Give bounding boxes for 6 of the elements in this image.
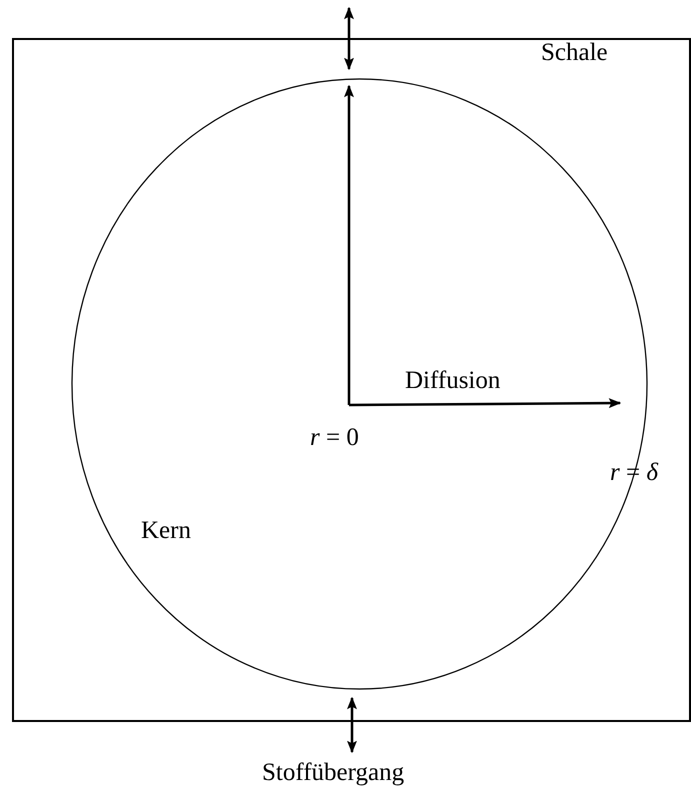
arrow-label: Stoffübergang [262,760,404,785]
region-label: Schale [541,40,608,65]
shell-box [12,38,691,722]
arrow-label: Diffusion [405,368,500,393]
region-label: Kern [141,518,191,543]
position-label: r = 0 [310,425,359,450]
